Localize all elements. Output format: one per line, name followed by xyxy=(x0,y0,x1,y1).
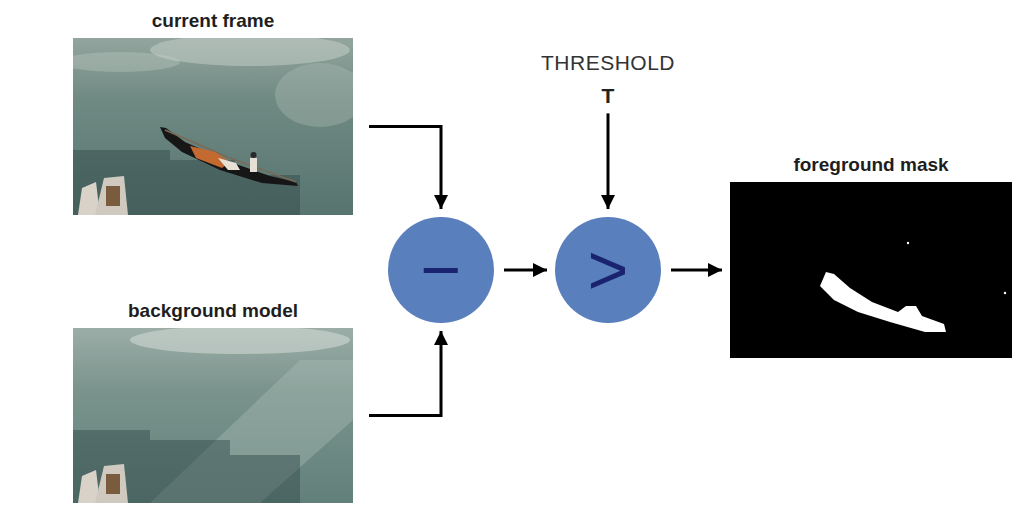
background-model-photo-part xyxy=(73,328,353,503)
background-model-photo xyxy=(73,328,353,503)
operator-symbol: > xyxy=(588,235,629,305)
current-frame-photo-part xyxy=(218,158,240,170)
current-frame-photo-part xyxy=(275,63,353,127)
threshold-input: THRESHOLD T xyxy=(541,50,675,108)
current-frame-photo-part xyxy=(250,158,257,172)
subtract-operator: − xyxy=(388,217,494,323)
panel-heading: background model xyxy=(73,300,353,322)
current-frame-photo-part xyxy=(106,186,120,206)
flow-arrow xyxy=(369,127,441,210)
current-frame-photo-part xyxy=(165,130,296,182)
panel-heading: current frame xyxy=(73,10,353,32)
current-frame-photo-part xyxy=(160,127,298,186)
input-label: T xyxy=(541,83,675,108)
background-model-photo-part xyxy=(73,430,300,503)
foreground-mask-image-part xyxy=(820,272,946,332)
current-frame-photo-part xyxy=(73,52,180,72)
mask-frame: foreground mask xyxy=(730,182,1012,358)
background-model-photo-part xyxy=(106,474,120,494)
compare-operator: > xyxy=(555,217,661,323)
background-model-photo-part xyxy=(130,328,350,354)
current-frame-photo-part xyxy=(95,176,128,215)
flow-arrow xyxy=(607,113,610,209)
foreground-mask-image-part xyxy=(907,242,909,244)
flow-arrow xyxy=(671,269,722,272)
video-frame: current frame xyxy=(73,38,353,215)
current-frame-photo-part xyxy=(251,152,257,158)
operator-symbol: − xyxy=(421,235,462,305)
flow-arrow xyxy=(504,269,547,272)
current-frame-photo xyxy=(73,38,353,215)
flow-arrow xyxy=(369,331,441,416)
video-frame: background model xyxy=(73,328,353,503)
background-model-photo-part xyxy=(95,464,128,503)
foreground-mask-image xyxy=(730,182,1012,358)
foreground-mask-image-part xyxy=(1004,292,1006,294)
foreground-mask-image-part xyxy=(730,182,1012,358)
current-frame-photo-part xyxy=(150,38,350,66)
panel-heading: foreground mask xyxy=(730,154,1012,176)
input-label: THRESHOLD xyxy=(541,50,675,75)
